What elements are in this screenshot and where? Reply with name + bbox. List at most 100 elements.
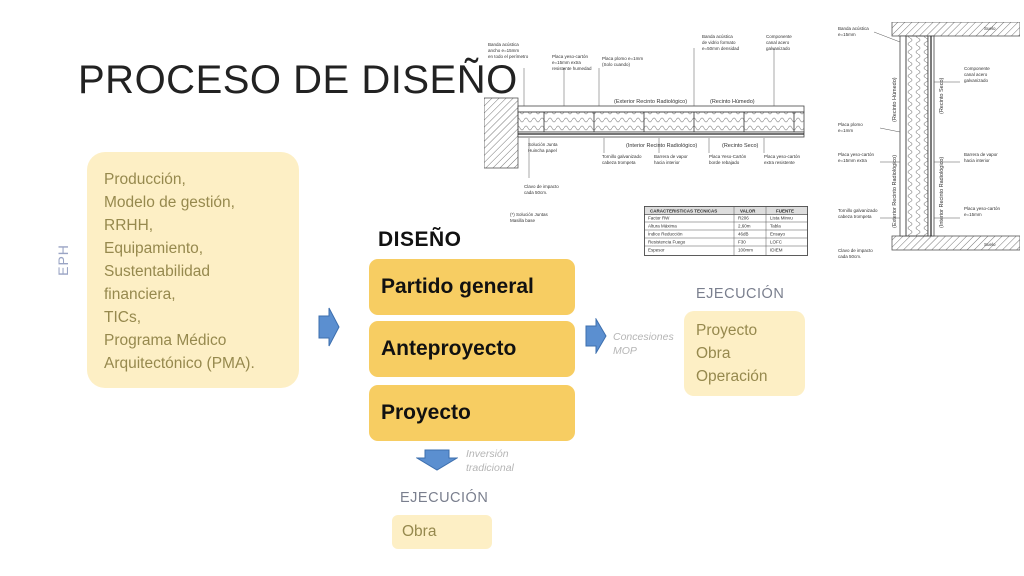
phase-partido-general: Partido general — [369, 259, 575, 315]
section-b-label: (Interior Recinto Radiológico) — [939, 157, 945, 228]
svg-text:Clavo de impacto: Clavo de impacto — [838, 248, 873, 253]
svg-text:Factor RW: Factor RW — [648, 216, 670, 221]
inversion-note: Inversión tradicional — [466, 447, 514, 475]
list-item: Producción, — [104, 171, 186, 188]
technical-table: CARACTERISTICAS TECNICAS VALOR FUENTE Fa… — [644, 206, 808, 256]
svg-text:LOFC: LOFC — [770, 240, 783, 245]
obra-box: Obra — [392, 515, 492, 549]
eph-label-text: EPH — [54, 244, 71, 276]
svg-text:Lista Minvu: Lista Minvu — [770, 216, 793, 221]
arrow-down-icon — [416, 449, 458, 471]
note-line: Inversión — [466, 448, 509, 460]
svg-text:Altura Máxima: Altura Máxima — [648, 224, 677, 229]
list-item: Sustentabilidad — [104, 263, 210, 280]
svg-text:borde rebajado: borde rebajado — [709, 160, 740, 165]
svg-text:(*) Solución Juntas: (*) Solución Juntas — [510, 212, 549, 217]
svg-text:canal acero: canal acero — [964, 72, 988, 77]
svg-text:Resistencia Fuego: Resistencia Fuego — [648, 240, 686, 245]
svg-text:de vidrio formato: de vidrio formato — [702, 40, 736, 45]
table-header: FUENTE — [776, 209, 794, 214]
section-b-label: (Exterior Recinto Radiológico) — [892, 155, 898, 228]
svg-text:Placa yeso-cartón: Placa yeso-cartón — [552, 54, 589, 59]
ejecucion-right-box: Proyecto Obra Operación — [684, 311, 805, 396]
section-a-label: (Interior Recinto Radiológico) — [626, 143, 697, 149]
svg-text:galvanizado: galvanizado — [964, 78, 989, 83]
svg-text:Ensayo: Ensayo — [770, 232, 786, 237]
svg-text:Banda acústica: Banda acústica — [488, 42, 519, 47]
svg-text:Componente: Componente — [766, 34, 792, 39]
svg-text:resistente humedad: resistente humedad — [552, 66, 592, 71]
svg-text:extra resistente: extra resistente — [764, 160, 795, 165]
phase-anteproyecto: Anteproyecto — [369, 321, 575, 377]
svg-text:Tornillo galvanizado: Tornillo galvanizado — [838, 208, 878, 213]
section-a-label: (Exterior Recinto Radiológico) — [614, 99, 687, 105]
svg-text:Solución Junta: Solución Junta — [528, 142, 558, 147]
svg-text:e=15mm: e=15mm — [964, 212, 982, 217]
svg-text:Huincha papel: Huincha papel — [528, 148, 557, 153]
svg-text:Barrera de vapor: Barrera de vapor — [964, 152, 998, 157]
diseno-label: DISEÑO — [378, 228, 462, 251]
list-item: Obra — [696, 345, 731, 362]
svg-text:F30: F30 — [738, 240, 746, 245]
arrow-right-icon — [585, 318, 607, 354]
svg-text:IDIEM: IDIEM — [770, 248, 783, 253]
section-a-label: (Recinto Seco) — [722, 143, 759, 149]
svg-text:cabeza trompeta: cabeza trompeta — [602, 160, 636, 165]
svg-text:Placa yeso-cartón: Placa yeso-cartón — [838, 152, 875, 157]
svg-text:e=15mm extra: e=15mm extra — [838, 158, 867, 163]
ejecucion-bottom-label: EJECUCIÓN — [400, 490, 489, 506]
ejecucion-right-label: EJECUCIÓN — [696, 286, 785, 302]
svg-text:Masilla base: Masilla base — [510, 218, 536, 223]
svg-text:Clavo de impacto: Clavo de impacto — [524, 184, 559, 189]
svg-text:2,60m: 2,60m — [738, 224, 751, 229]
list-item: financiera, — [104, 286, 176, 303]
svg-text:e=1mm: e=1mm — [838, 128, 853, 133]
svg-text:Placa plomo e=1mm: Placa plomo e=1mm — [602, 56, 643, 61]
svg-text:Índice Reducción: Índice Reducción — [648, 231, 683, 237]
note-line: Concesiones — [613, 331, 674, 343]
svg-text:Banda acústica: Banda acústica — [838, 26, 869, 31]
svg-text:hacia interior: hacia interior — [654, 160, 680, 165]
concesiones-note: Concesiones MOP — [613, 330, 674, 358]
svg-text:cada 50cm.: cada 50cm. — [524, 190, 547, 195]
list-item: Proyecto — [696, 322, 758, 339]
list-item: Equipamiento, — [104, 240, 204, 257]
note-line: MOP — [613, 345, 637, 357]
svg-text:Suelo: Suelo — [984, 242, 996, 247]
svg-text:Placa yeso-cartón: Placa yeso-cartón — [964, 206, 1001, 211]
svg-text:Componente: Componente — [964, 66, 990, 71]
svg-text:46dB: 46dB — [738, 232, 749, 237]
svg-text:Banda acústica: Banda acústica — [702, 34, 733, 39]
svg-text:galvanizado: galvanizado — [766, 46, 791, 51]
svg-text:Tabla: Tabla — [770, 224, 781, 229]
svg-text:e=15mm: e=15mm — [838, 32, 856, 37]
svg-text:Placa plomo: Placa plomo — [838, 122, 863, 127]
svg-text:Placa Yeso-Cartón: Placa Yeso-Cartón — [709, 154, 747, 159]
table-header: CARACTERISTICAS TECNICAS — [650, 209, 717, 214]
svg-text:en todo el perímetro: en todo el perímetro — [488, 54, 529, 59]
inputs-box: Producción, Modelo de gestión, RRHH, Equ… — [87, 152, 299, 388]
svg-text:Espesor: Espesor — [648, 248, 665, 253]
svg-text:100mm: 100mm — [738, 248, 753, 253]
svg-text:(Solo cuando): (Solo cuando) — [602, 62, 631, 67]
eph-label: EPH — [46, 240, 80, 280]
svg-text:Barrera de vapor: Barrera de vapor — [654, 154, 688, 159]
page-title: PROCESO DE DISEÑO — [78, 58, 518, 102]
svg-text:canal acero: canal acero — [766, 40, 790, 45]
list-item: Operación — [696, 368, 768, 385]
list-item: Arquitectónico (PMA). — [104, 355, 255, 372]
list-item: Modelo de gestión, — [104, 194, 235, 211]
svg-text:hacia interior: hacia interior — [964, 158, 990, 163]
section-a-label: (Recinto Húmedo) — [710, 99, 755, 105]
inputs-list: Producción, Modelo de gestión, RRHH, Equ… — [104, 168, 289, 375]
list-item: TICs, — [104, 309, 142, 326]
list-item: RRHH, — [104, 217, 154, 234]
svg-text:Suelo: Suelo — [984, 26, 996, 31]
table-header: VALOR — [740, 209, 756, 214]
svg-text:Tornillo galvanizado: Tornillo galvanizado — [602, 154, 642, 159]
svg-text:e=50mm densidad: e=50mm densidad — [702, 46, 740, 51]
svg-text:e=15mm extra: e=15mm extra — [552, 60, 581, 65]
section-b-label: (Recinto Húmedo) — [892, 77, 898, 122]
